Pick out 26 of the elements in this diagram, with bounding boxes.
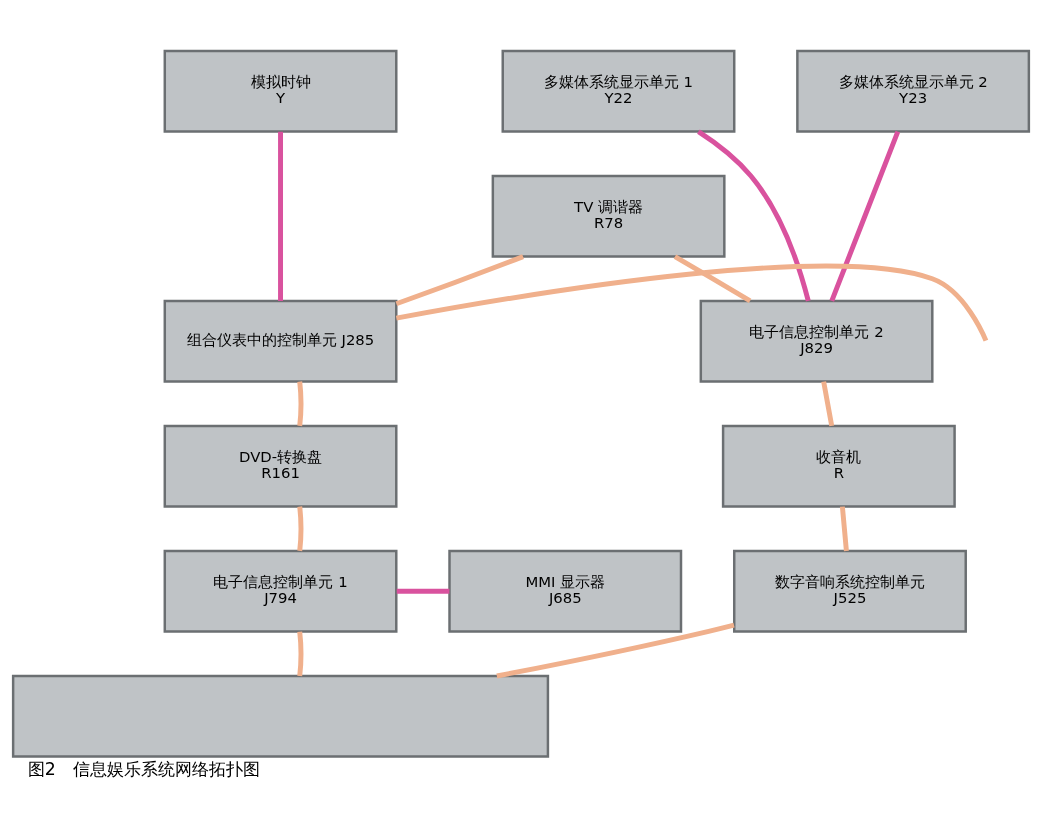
connector xyxy=(278,131,283,301)
connector xyxy=(829,130,901,302)
node-box: 多媒体系统显示单元 2 Y23 xyxy=(796,49,1031,133)
node-box: 模拟时钟 Y xyxy=(163,49,398,133)
node-box xyxy=(11,674,550,758)
caption: 图2 信息娱乐系统网络拓扑图 xyxy=(27,758,260,779)
node-box: 电子信息控制单元 2 J829 xyxy=(699,299,934,383)
node-box: 数字音响系统控制单元 J525 xyxy=(733,549,967,633)
node-box: 电子信息控制单元 1 J794 xyxy=(163,549,398,633)
node-box: DVD-转换盘 R161 xyxy=(163,424,398,508)
connector xyxy=(839,505,849,551)
connector xyxy=(673,253,752,303)
node-box: 多媒体系统显示单元 1 Y22 xyxy=(501,49,736,133)
connector xyxy=(395,253,524,306)
node-box: 收音机 R xyxy=(721,424,956,508)
connector xyxy=(821,380,835,426)
connector xyxy=(297,505,304,551)
connector xyxy=(297,630,304,676)
connector xyxy=(396,588,450,594)
connector xyxy=(395,263,989,342)
node-box: 组合仪表中的控制单元 J285 xyxy=(163,299,398,383)
node-box: MMI 显示器 J685 xyxy=(448,549,683,633)
connector xyxy=(496,622,735,678)
connector xyxy=(697,129,811,302)
connector xyxy=(297,380,304,426)
node-box: TV 调谐器 R78 xyxy=(491,174,726,258)
